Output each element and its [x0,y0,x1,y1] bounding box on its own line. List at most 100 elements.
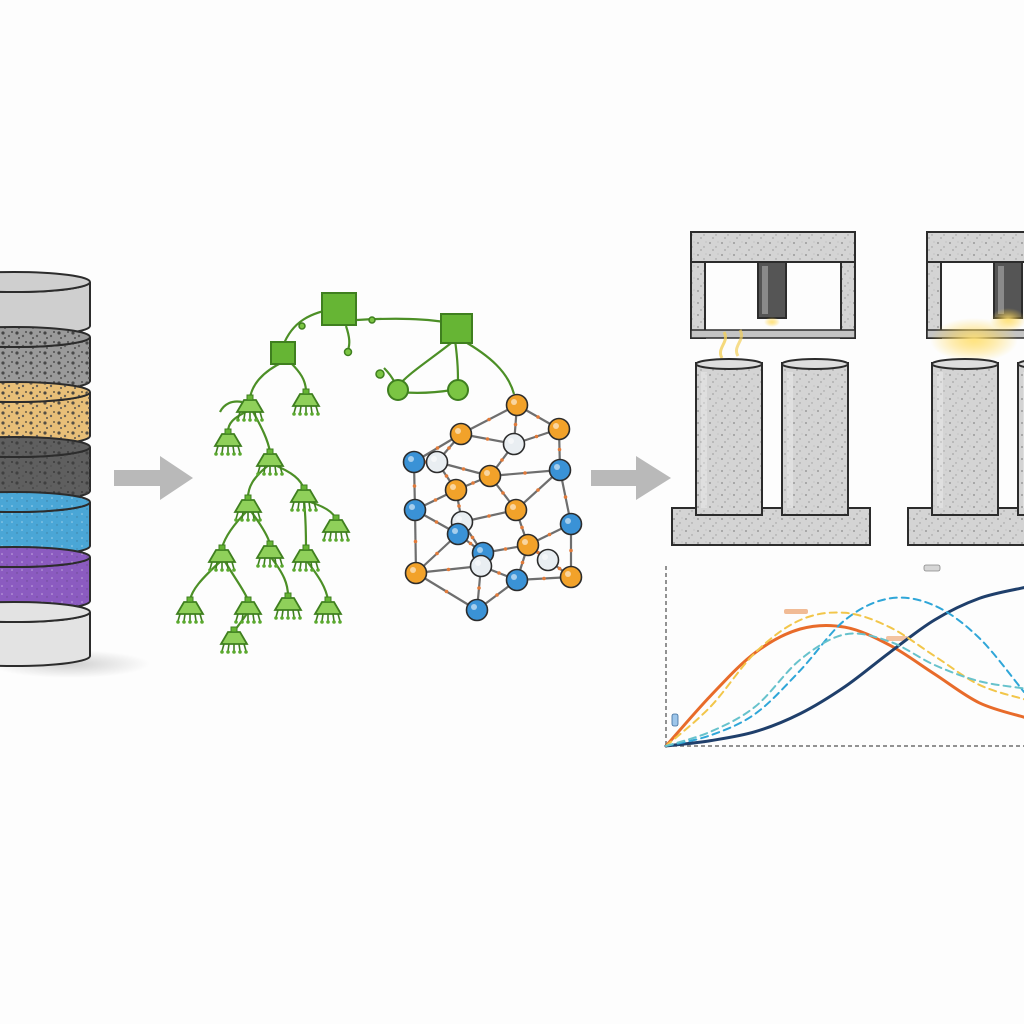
leaf-tine [274,557,277,566]
leaf-tine [293,561,297,570]
leaf-cap [324,596,332,603]
leaf-tine [281,609,284,618]
edge-message [536,488,540,492]
leaf-tip [292,616,296,620]
leaf-bell [233,499,263,513]
tree-leaf-node [233,494,263,522]
leaf-tine [323,531,327,540]
leaf-tip [290,508,294,512]
edge-message [471,481,475,485]
node-highlight [450,484,456,490]
edge-message [434,520,439,524]
edge-message [500,458,504,462]
leaf-bell [207,549,237,563]
node-highlight [410,567,416,573]
leaf-bell [233,601,263,615]
stack-layer-top-disc [0,271,91,337]
leaf-tine [332,613,335,622]
leaf-tip [260,418,264,422]
edge-message [520,560,525,565]
leaf-tip [322,538,326,542]
leaf-tine [241,613,244,622]
leaf-tip [286,616,290,620]
edge-message [435,446,440,450]
leaf-tip [274,472,278,476]
cylinder-top [781,358,849,370]
leaf-cap [230,626,238,633]
node-highlight [553,423,559,429]
network-node-orange [547,417,571,441]
graph-neural-network [402,393,583,622]
network-node-orange [478,464,502,488]
leaf-tip [256,564,260,568]
leaf-tine [291,501,295,510]
node-highlight [452,528,458,534]
press-crossbar [690,329,856,339]
node-highlight [455,428,461,434]
chart-series-line-1 [664,623,1024,748]
leaf-tip [328,538,332,542]
leaf-tip [232,650,236,654]
tree-leaf-node [289,484,319,512]
node-highlight [565,518,571,524]
leaf-tine [337,613,341,622]
leaf-tip [252,518,256,522]
chart-series-line-3 [665,596,1024,747]
stack-layer-light-gray [0,601,91,667]
leaf-tine [299,405,302,414]
leaf-tip [220,568,224,572]
edge-message [503,547,508,551]
press-station-right [907,231,1024,546]
material-layer-stack [0,271,150,678]
cylinder-highlight [937,372,943,508]
concrete-cylinder [931,358,999,516]
cylinder-highlight [787,372,793,508]
leaf-tine [310,561,313,570]
leaf-cap [266,448,274,455]
leaf-tine [321,613,324,622]
tree-decision-node [270,341,296,365]
leaf-tine [279,557,283,566]
network-node-orange [505,393,529,417]
edge-message [435,551,439,556]
node-highlight [511,399,517,405]
leaf-tip [268,472,272,476]
leaf-tip [332,620,336,624]
leaf-bell [291,393,321,407]
leaf-tine [232,445,235,454]
leaf-tip [308,508,312,512]
leaf-bell [289,489,319,503]
edge-message [413,539,418,544]
leaf-tine [292,609,295,618]
network-node-white [536,548,560,572]
network-node-blue [402,450,426,474]
leaf-tine [235,511,239,520]
edge-message [542,576,546,581]
layer-top-texture [0,493,88,511]
layer-top-texture [0,383,88,401]
leaf-cap [302,544,310,551]
leaf-tip [240,620,244,624]
leaf-tip [194,620,198,624]
leaf-tip [310,412,314,416]
cylinder-top [1017,360,1024,368]
edge-message [501,491,505,495]
tree-leaf-node [255,540,285,568]
node-highlight [484,470,490,476]
leaf-bell [273,597,303,611]
leaf-tine [263,465,266,474]
leaf-tip [314,620,318,624]
edge-message [477,586,481,590]
press-frame-right [840,261,856,339]
concrete-cylinder [1017,360,1024,516]
leaf-tip [338,620,342,624]
edge-message [534,434,539,439]
chart-series-line-2 [664,586,1024,748]
edge-message [470,535,475,540]
leaf-tine [259,411,263,420]
leaf-tine [310,405,313,414]
tree-leaf-node [291,388,321,416]
leaf-bell [321,519,351,533]
network-node-orange [404,561,428,585]
tree-decision-node [440,313,473,344]
